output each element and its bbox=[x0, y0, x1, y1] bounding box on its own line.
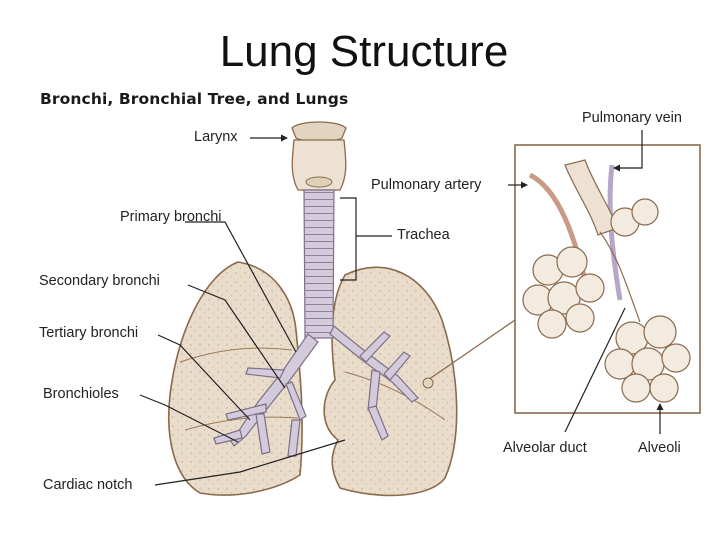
label-bronchioles: Bronchioles bbox=[43, 386, 119, 402]
label-tertiary-bronchi: Tertiary bronchi bbox=[39, 325, 139, 341]
alveoli-inset bbox=[514, 144, 701, 414]
leader-lines bbox=[139, 130, 664, 486]
bronchial-tree bbox=[213, 189, 419, 457]
label-trachea: Trachea bbox=[397, 227, 450, 243]
slide-title: Lung Structure bbox=[219, 27, 509, 76]
label-cardiac-notch: Cardiac notch bbox=[43, 477, 133, 493]
label-pulmonary-artery: Pulmonary artery bbox=[371, 177, 482, 193]
diagram-title: Bronchi, Bronchial Tree, and Lungs bbox=[40, 90, 349, 108]
label-pulmonary-vein: Pulmonary vein bbox=[582, 110, 682, 126]
label-alveolar-duct: Alveolar duct bbox=[503, 440, 587, 456]
larynx-structure bbox=[291, 121, 347, 191]
inset-connector-dot bbox=[422, 377, 434, 389]
label-secondary-bronchi: Secondary bronchi bbox=[39, 273, 160, 289]
label-primary-bronchi: Primary bronchi bbox=[120, 209, 222, 225]
label-larynx: Larynx bbox=[194, 129, 238, 145]
inset-connector bbox=[424, 319, 516, 383]
right-lung bbox=[167, 261, 303, 496]
label-alveoli: Alveoli bbox=[638, 440, 681, 456]
